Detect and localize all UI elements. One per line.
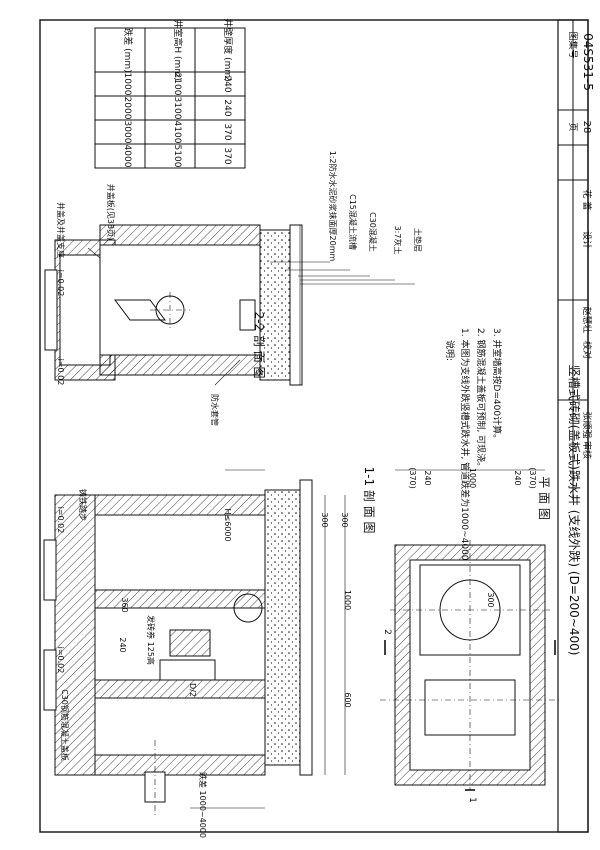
label-sleeve: 防水套管 (210, 394, 220, 426)
s11-d2: D/2 (188, 683, 197, 697)
label-slope-right: i=0.02 (56, 359, 65, 386)
s11-dim-drop: 跌差 1000~4000 (198, 772, 208, 838)
label-slab: 井盖板(见38页) (106, 184, 116, 240)
plan-title: 平 面 图 (537, 476, 551, 520)
page-number: 28 (581, 121, 592, 134)
label-plaster: 1:2防水水泥砂浆抹面厚20mm (328, 151, 338, 262)
note-1: 1. 本图为支线外跌竖槽式跌水井, 管道跌差为1000~4000。 (459, 328, 471, 570)
s11-slope-left: i=0.02 (56, 507, 65, 534)
table-cell: 370 (222, 123, 232, 140)
plan-dim-d: 240 (513, 470, 522, 485)
signoff-role-1: 设计 (581, 231, 593, 249)
s11-slab: C30钢筋混凝土盖板 (60, 689, 70, 761)
plan-dim-b: 240 (423, 470, 432, 485)
table-cell: 5100 (172, 145, 182, 168)
plan-dim-c: 1000 (468, 468, 477, 488)
table-cell: 370 (222, 147, 232, 164)
plan-marker-2: 2 (382, 629, 392, 635)
section-1-1-title: 1-1 剖 面 图 (362, 466, 376, 533)
table-header-drop: 跌差 (mm) (122, 27, 134, 72)
s11-dim-240: 240 (118, 637, 127, 652)
s11-brick: 发砖券 125高 (146, 615, 156, 665)
signoff-name-3: 张顺强 (581, 411, 592, 438)
plan-dim-300: 300 (486, 592, 495, 607)
section-2-2-title: 2-2 剖 面 图 (252, 311, 266, 378)
s11-dim-300b: 300 (340, 512, 349, 527)
notes-heading: 说明: (444, 340, 456, 361)
s11-h: H≤6000 (223, 508, 232, 541)
label-soil: 3:7灰土 (393, 226, 403, 255)
section-1-1: i=0.02 i=0.02 铸铁踏步 C30钢筋混凝土盖板 发砖券 125高 D… (43, 466, 376, 838)
table-cell: 3100 (172, 97, 182, 120)
table-cell: 240 (222, 75, 232, 92)
table-cell: 3000 (122, 121, 132, 144)
section-2-2: i=0.02 i=0.02 井盖及井盖支座 井盖板(见38页) 1:2防水水泥砂… (44, 151, 423, 426)
atlas-number: 04S531-5 (581, 33, 595, 91)
plan-marker-1: 1 (467, 797, 477, 803)
s11-step: 铸铁踏步 (78, 489, 88, 521)
s11-slope-right: i=0.02 (56, 647, 65, 674)
signoff-name-2: 赵慧壮 (581, 306, 593, 333)
label-slope-left: i=0.02 (56, 270, 65, 297)
table-cell: 1000 (122, 73, 132, 96)
page-label: 页 (567, 122, 578, 131)
dimension-table: 跌差 (mm) 井室高H (mm) 井壁厚度 (mm) 1000 2100 24… (94, 18, 246, 169)
plan-dim-a: (370) (408, 467, 417, 489)
label-base: 土垫层 (413, 228, 423, 252)
signoff-role-3: 审核 (581, 441, 593, 459)
table-cell: 4000 (122, 145, 132, 168)
label-trough: C15混凝土流槽 (348, 194, 358, 250)
label-cover: 井盖及井盖支座 (56, 202, 66, 258)
s11-dim-360: 360 (120, 597, 129, 612)
plan-dim-e: (370) (528, 467, 537, 489)
title-block: 竖槽式砖砌(盖板式)跌水井 (支线外跌) (D=200~400) 图集号 页 0… (557, 19, 595, 833)
plan-view: (370) 240 1000 240 (370) 300 2 1 平 面 图 (380, 467, 560, 803)
s11-dim-1000: 1000 (343, 590, 352, 610)
label-concrete: C30混凝土 (368, 212, 378, 252)
note-2: 2. 钢筋混凝土盖板可预制, 可现浇。 (475, 328, 487, 471)
notes: 说明: 1. 本图为支线外跌竖槽式跌水井, 管道跌差为1000~4000。 2.… (444, 328, 503, 570)
drawing-title: 竖槽式砖砌(盖板式)跌水井 (支线外跌) (D=200~400) (567, 365, 582, 656)
signoff-role-2: 校对 (581, 341, 593, 359)
note-3: 3. 井室墙高按D=400计算。 (491, 328, 503, 443)
table-header-height: 井室高H (mm) (172, 19, 184, 80)
s11-dim-300a: 300 (320, 512, 329, 527)
table-header-wall: 井壁厚度 (mm) (222, 18, 234, 81)
table-cell: 240 (222, 99, 232, 116)
table-cell: 4100 (172, 121, 182, 144)
atlas-number-label: 图集号 (567, 31, 579, 58)
table-cell: 2100 (172, 73, 182, 96)
table-cell: 2000 (122, 97, 132, 120)
s11-dim-600: 600 (343, 692, 352, 707)
signoff-name-1: 花 蕾 (581, 190, 593, 211)
